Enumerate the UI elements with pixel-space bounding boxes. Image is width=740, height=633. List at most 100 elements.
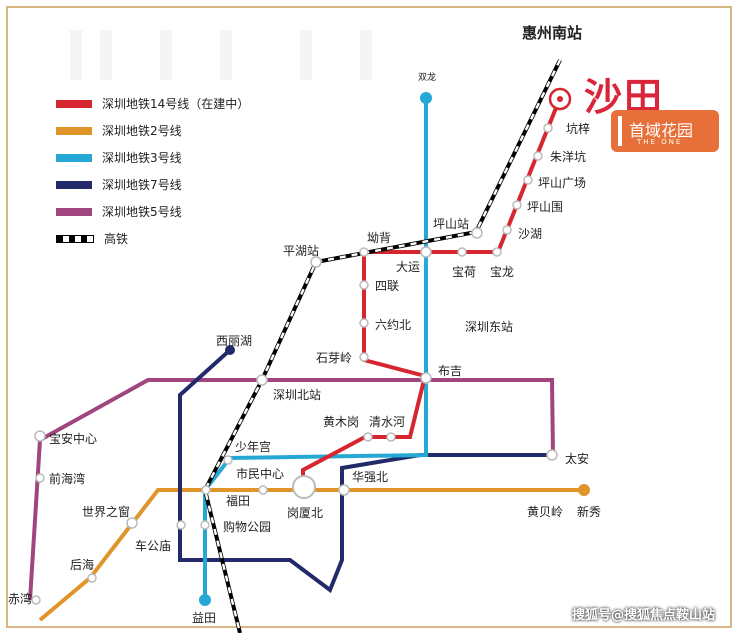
legend-label-line-3: 深圳地铁3号线 [102,151,182,165]
station-aobei-dot [359,247,369,257]
label-liuyuebei: 六约北 [375,318,412,332]
station-shenzhen-north-dot [256,374,268,386]
legend-item-line-14: 深圳地铁14号线（在建中） [56,90,249,117]
station-liuyuebei-dot [359,318,369,328]
legend-label-line-5: 深圳地铁5号线 [102,205,182,219]
legend-swatch-hsr [56,234,94,243]
label-pinghu-station: 平湖站 [283,244,320,258]
label-pingshan-square: 坪山广场 [538,176,587,190]
station-silian-dot [359,280,369,290]
label-aobei: 坳背 [367,231,392,245]
station-shiyaling-dot [359,352,369,362]
label-shiyaling: 石芽岭 [316,351,353,365]
station-shopping-park-dot [200,520,210,530]
label-huangmugang: 黄木岗 [323,415,360,429]
legend-swatch-line-2 [56,126,92,135]
label-huaqiangbei: 华强北 [352,470,389,484]
station-futian-dot [201,485,211,495]
legend-swatch-line-3 [56,153,92,162]
station-pingshan-wei-dot [512,200,522,210]
line-2 [38,488,585,622]
label-yantian: 益田 [192,611,217,625]
brand-subtitle: THE ONE [637,138,683,146]
background-decoration [70,30,372,80]
legend-swatch-line-5 [56,207,92,216]
label-houhai: 后海 [70,558,95,572]
station-xinxiu-dot [578,484,590,496]
legend-item-line-5: 深圳地铁5号线 [56,198,249,225]
label-shopping-park: 购物公园 [223,520,272,534]
station-shahu-dot [502,225,512,235]
label-shahu: 沙湖 [518,227,543,241]
hsr-line-dashes [203,59,562,633]
label-chegongmiao: 车公庙 [135,539,172,553]
station-baohe-dot [457,247,467,257]
station-zhuyangkeng-dot [533,151,543,161]
label-gangxiabei: 岗厦北 [287,506,324,520]
station-chegongmiao-dot [176,520,186,530]
legend-item-hsr: 高铁 [56,225,249,252]
label-pingshan-station: 坪山站 [433,217,470,231]
station-buji-dot [420,372,432,384]
station-xilihu-dot [225,345,235,355]
brand-logo: 首域花园 THE ONE [611,110,719,152]
station-gangxiabei-dot [292,475,316,499]
label-xilihu: 西丽湖 [216,334,253,348]
stations [31,123,558,605]
label-shenzhen-north: 深圳北站 [273,388,322,402]
line-14 [301,97,562,490]
label-chiwan: 赤湾 [8,592,33,606]
line-7 [178,348,552,594]
legend-swatch-line-7 [56,180,92,189]
legend-item-line-7: 深圳地铁7号线 [56,171,249,198]
station-pingshan-dot [471,227,483,239]
label-huangbeiling: 黄贝岭 [527,505,564,519]
legend-label-line-2: 深圳地铁2号线 [102,124,182,138]
station-houhai-dot [87,573,97,583]
brand-logo-bar [618,116,622,146]
station-pingshan-square-dot [523,175,533,185]
legend-label-line-7: 深圳地铁7号线 [102,178,182,192]
line-5 [28,378,555,601]
station-baolong-dot [492,247,502,257]
label-huizhou-south: 惠州南站 [522,24,583,42]
label-baolong: 宝龙 [490,265,515,279]
label-qianhaiwan: 前海湾 [49,472,86,486]
station-qingshuihe-dot [386,432,396,442]
label-pingshan-wei: 坪山围 [527,200,564,214]
legend-label-hsr: 高铁 [104,232,129,246]
watermark: 搜狐号@搜狐焦点鞍山站 [572,608,716,623]
station-dayun-dot [420,246,432,258]
station-civic-center-dot [258,485,268,495]
label-zhuyangkeng: 朱洋坑 [550,150,587,164]
station-window-world-dot [126,517,138,529]
label-shenzhen-east: 深圳东站 [465,320,514,334]
label-kengzi: 坑梓 [566,122,591,136]
label-civic-center: 市民中心 [236,467,285,481]
label-futian: 福田 [226,494,251,508]
label-shuanglong: 双龙 [418,73,437,83]
map-frame [6,6,732,628]
legend-item-line-3: 深圳地铁3号线 [56,144,249,171]
map-legend: 深圳地铁14号线（在建中） 深圳地铁2号线 深圳地铁3号线 深圳地铁7号线 深圳… [56,90,249,252]
label-baoan-center: 宝安中心 [49,432,98,446]
station-kengzi-dot [543,123,553,133]
label-shaoniangong: 少年宫 [235,440,272,454]
label-taian: 太安 [565,452,590,466]
hsr-line [202,59,562,633]
station-chiwan-dot [31,595,41,605]
station-shaoniangong-dot [223,455,233,465]
legend-item-line-2: 深圳地铁2号线 [56,117,249,144]
label-baohe: 宝荷 [452,265,477,279]
label-silian: 四联 [375,279,400,293]
station-huangmugang-dot [363,432,373,442]
station-taian-dot [546,449,558,461]
station-pinghu-dot [310,256,322,268]
legend-swatch-line-14 [56,99,92,108]
label-qingshuihe: 清水河 [369,415,406,429]
station-huaqiangbei-dot [338,484,350,496]
label-buji: 布吉 [438,364,463,378]
label-window-world: 世界之窗 [82,505,131,519]
label-dayun: 大运 [396,260,421,274]
